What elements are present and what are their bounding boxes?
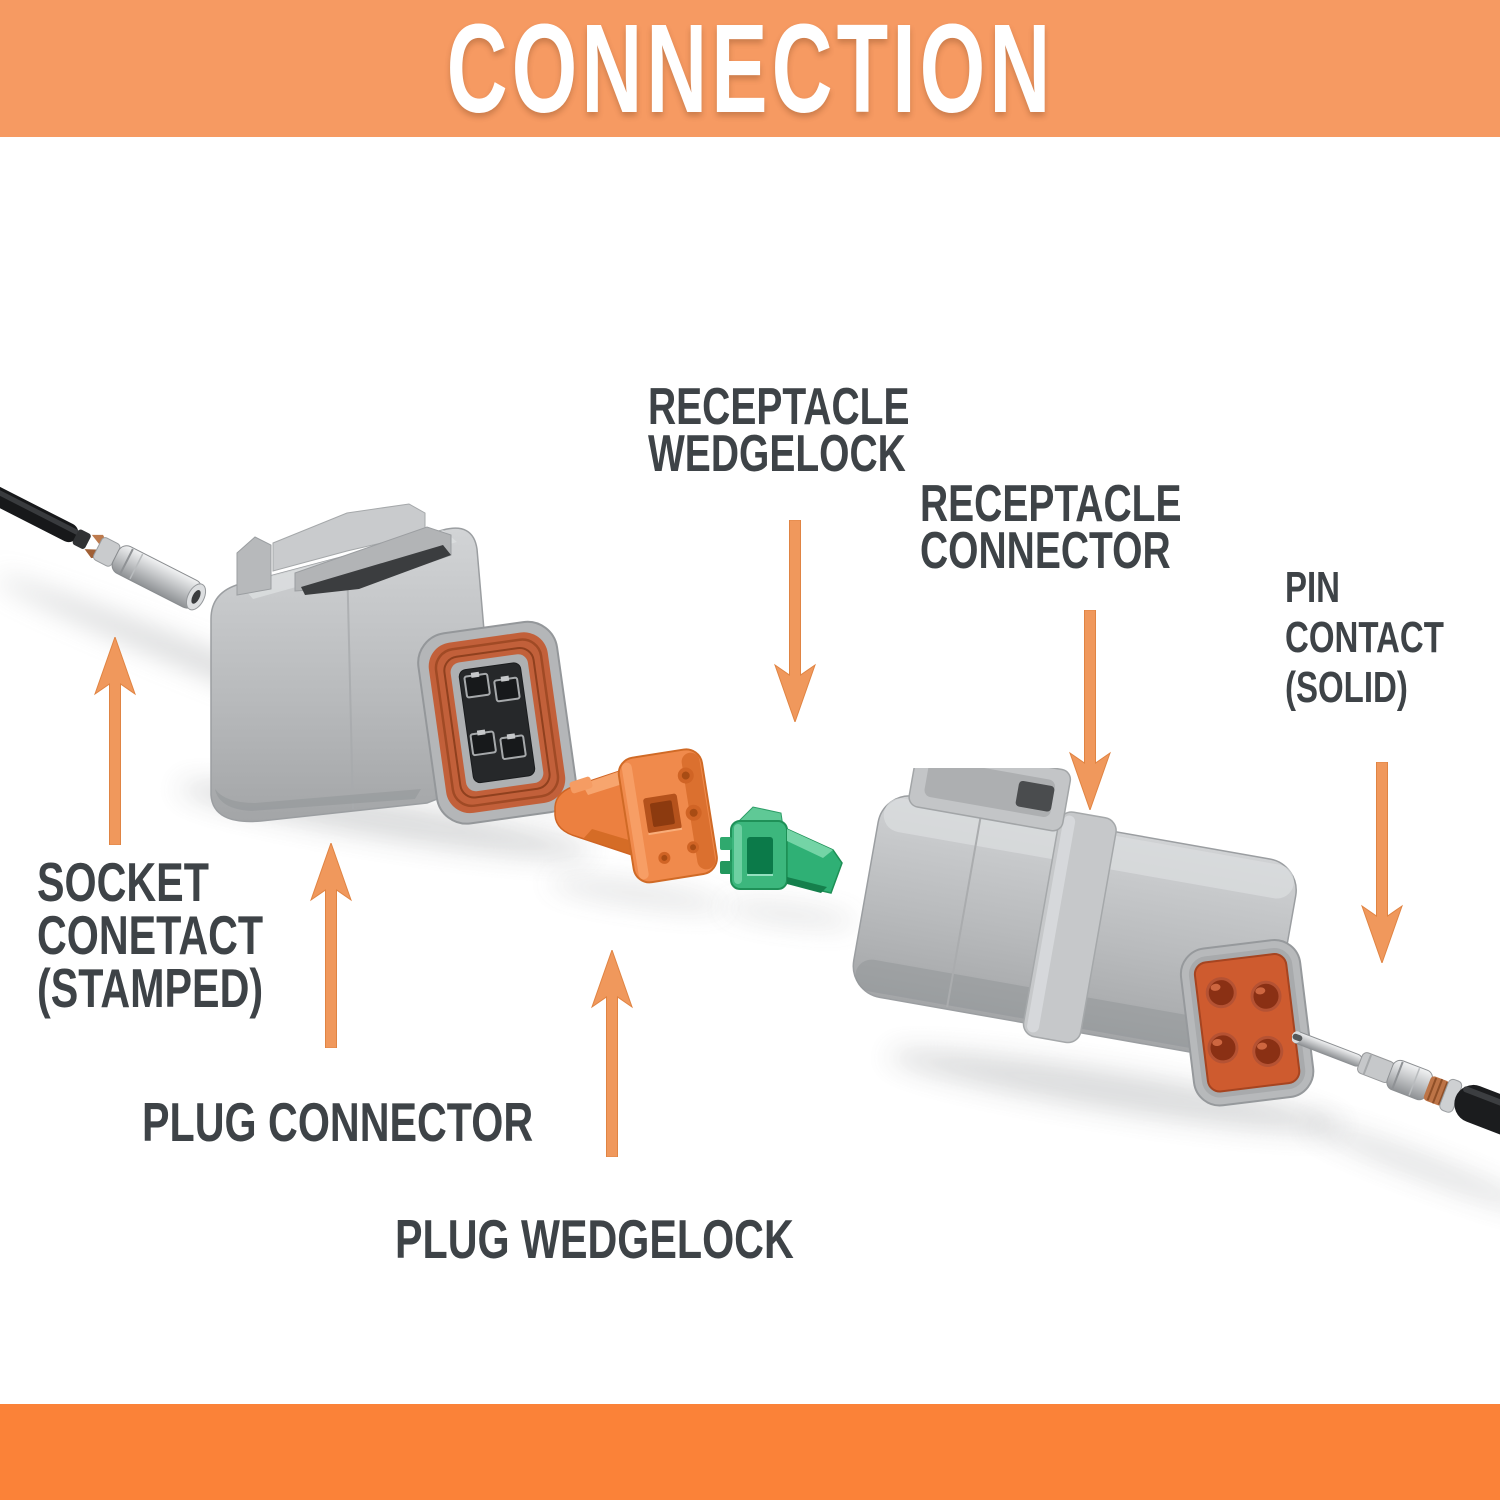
pin-contact-wire-illustration: [1292, 1031, 1500, 1158]
socket-contact-label-line3: (STAMPED): [37, 957, 264, 1019]
plug-wedgelock-label: PLUG WEDGELOCK: [395, 1208, 794, 1270]
receptacle-wedgelock-frame: [720, 806, 788, 890]
receptacle-connector-face: [1179, 939, 1315, 1107]
socket-contact-wire-illustration: [0, 475, 207, 611]
bottom-banner: [0, 1404, 1500, 1500]
pin-contact-label-line3: (SOLID): [1285, 663, 1408, 712]
page-title: CONNECTION: [446, 0, 1054, 139]
pin-hole-highlights: [1210, 983, 1268, 1050]
receptacle-wedgelock-arrow-down-icon: [774, 520, 816, 722]
receptacle-connector-arrow-down-icon: [1069, 610, 1111, 810]
receptacle-wedgelock-label-line2: WEDGELOCK: [648, 425, 906, 483]
receptacle-wedgelock-label: RECEPTACLE WEDGELOCK: [648, 378, 910, 483]
plug-connector-face: [417, 620, 577, 825]
plug-connector-label: PLUG CONNECTOR: [142, 1091, 534, 1153]
pin-contact-arrow-down-icon: [1361, 762, 1403, 963]
receptacle-wedgelock-arm: [786, 827, 843, 894]
plug-connector-label-line1: PLUG CONNECTOR: [142, 1091, 534, 1153]
plug-wedgelock-illustration: [554, 748, 718, 884]
receptacle-wedgelock-label-line1: RECEPTACLE: [648, 378, 910, 436]
plug-connector-illustration: [210, 503, 577, 825]
socket-contact-label-line2: CONETACT: [37, 904, 264, 966]
socket-contact-label-line1: SOCKET: [37, 851, 209, 913]
plug-connector-arrow-up-icon: [310, 843, 352, 1048]
socket-contact-label: SOCKET CONETACT (STAMPED): [37, 851, 264, 1019]
receptacle-connector-illustration: [852, 768, 1315, 1107]
socket-contact-arrow-up-icon: [94, 637, 136, 845]
receptacle-connector-label: RECEPTACLE CONNECTOR: [920, 475, 1182, 580]
plug-wedgelock-flange: [617, 748, 718, 884]
plug-wedgelock-label-line1: PLUG WEDGELOCK: [395, 1208, 794, 1270]
plug-connector-latch: [236, 503, 452, 596]
pin-contact-label-line1: PIN: [1285, 563, 1341, 612]
receptacle-connector-label-line2: CONNECTOR: [920, 522, 1171, 580]
pin-contact-assembly: [1292, 1031, 1500, 1158]
receptacle-connector-latch-bracket: [908, 768, 1072, 832]
pin-contact-label-line2: CONTACT: [1285, 613, 1444, 662]
top-banner: CONNECTION: [0, 0, 1500, 137]
receptacle-wedgelock-illustration: [720, 806, 843, 894]
pin-contact-label: PIN CONTACT (SOLID): [1285, 563, 1444, 713]
socket-contact-assembly: [0, 475, 207, 611]
plug-socket-keys: [470, 671, 516, 740]
plug-wedgelock-arrow-up-icon: [591, 950, 633, 1157]
receptacle-connector-label-line1: RECEPTACLE: [920, 475, 1182, 533]
